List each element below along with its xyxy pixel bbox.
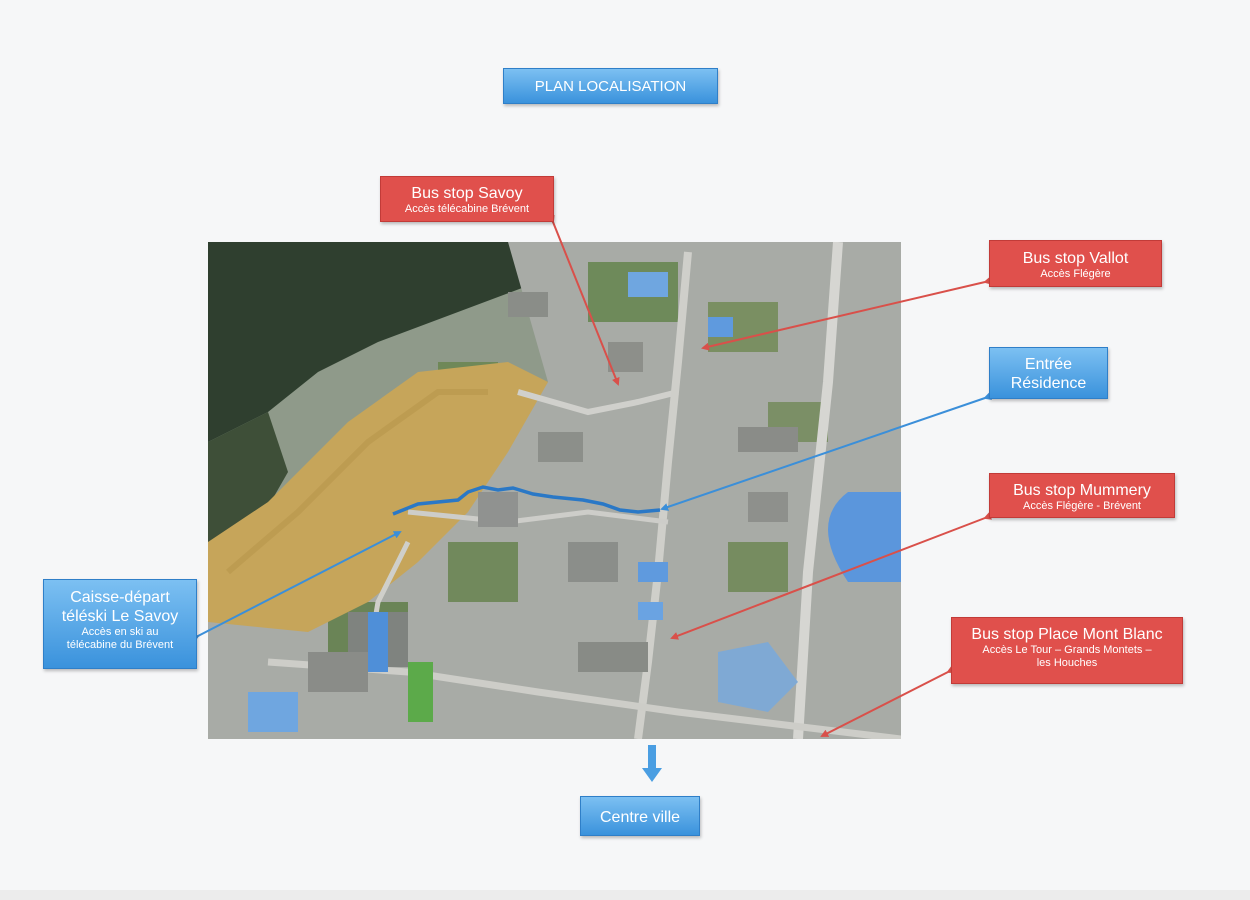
bus-stop-place-mont-blanc-sub1: Accès Le Tour – Grands Montets – xyxy=(982,644,1152,656)
caisse-depart-sub2: télécabine du Brévent xyxy=(66,639,174,651)
map-title-text: PLAN LOCALISATION xyxy=(534,78,687,95)
label-centre-ville: Centre ville xyxy=(580,796,700,836)
bus-stop-mummery-sub: Accès Flégère - Brévent xyxy=(1023,500,1141,512)
bus-stop-savoy-sub: Accès télécabine Brévent xyxy=(404,203,530,215)
caisse-depart-line1: Caisse-départ xyxy=(70,589,170,606)
entree-residence-line1: Entrée xyxy=(1024,356,1073,373)
caisse-depart-sub1: Accès en ski au xyxy=(81,626,159,638)
label-caisse-depart: Caisse-départ téléski Le Savoy Accès en … xyxy=(43,579,197,669)
bus-stop-vallot-sub: Accès Flégère xyxy=(1040,268,1111,280)
scan-edge xyxy=(0,890,1250,900)
bus-stop-savoy-title: Bus stop Savoy xyxy=(411,185,523,202)
bus-stop-mummery-title: Bus stop Mummery xyxy=(1013,482,1151,499)
centre-ville-text: Centre ville xyxy=(599,809,681,826)
label-bus-stop-savoy: Bus stop Savoy Accès télécabine Brévent xyxy=(380,176,554,222)
aerial-map xyxy=(208,242,901,739)
label-bus-stop-place-mont-blanc: Bus stop Place Mont Blanc Accès Le Tour … xyxy=(951,617,1183,684)
label-bus-stop-mummery: Bus stop Mummery Accès Flégère - Brévent xyxy=(989,473,1175,518)
arrow-centre-ville xyxy=(642,745,662,782)
label-entree-residence: Entrée Résidence xyxy=(989,347,1108,399)
bus-stop-place-mont-blanc-sub2: les Houches xyxy=(1036,657,1098,669)
bus-stop-vallot-title: Bus stop Vallot xyxy=(1022,250,1129,267)
bus-stop-place-mont-blanc-title: Bus stop Place Mont Blanc xyxy=(971,626,1163,643)
map-title: PLAN LOCALISATION xyxy=(503,68,718,104)
caisse-depart-line2: téléski Le Savoy xyxy=(61,608,179,625)
entree-residence-line2: Résidence xyxy=(1010,375,1087,392)
label-bus-stop-vallot: Bus stop Vallot Accès Flégère xyxy=(989,240,1162,287)
route-path xyxy=(392,485,661,516)
